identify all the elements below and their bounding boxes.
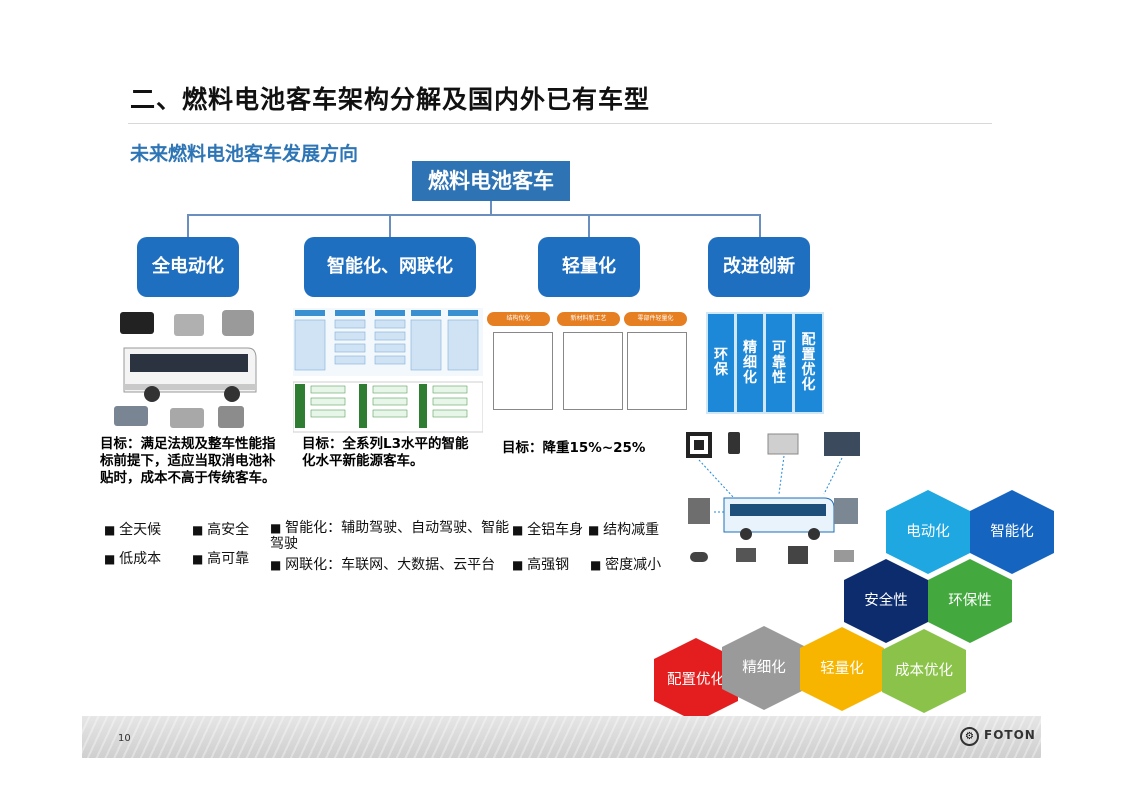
- lw-head-material: 新材料新工艺: [557, 312, 620, 326]
- innovation-reliability: 可靠性: [766, 314, 792, 412]
- goal-electric: 目标：满足法规及整车性能指标前提下，适应当取消电池补贴时，成本不高于传统客车。: [100, 436, 276, 486]
- bullet-low-cost: 低成本: [104, 549, 161, 569]
- page-number: 10: [118, 733, 131, 744]
- bullet-all-weather: 全天候: [104, 520, 161, 540]
- hex-environmental: 环保性: [928, 559, 1012, 643]
- category-innovation: 改进创新: [708, 237, 810, 297]
- lw-box-2: [563, 332, 623, 410]
- hex-refinement: 精细化: [722, 626, 806, 710]
- lw-head-parts: 零部件轻量化: [624, 312, 687, 326]
- bullet-density-reduction: 密度减小: [590, 555, 661, 575]
- smart-architecture-diagram: [293, 308, 483, 433]
- lw-head-structure: 结构优化: [487, 312, 550, 326]
- section-subtitle: 未来燃料电池客车发展方向: [130, 143, 359, 165]
- lightweight-diagram: 结构优化 新材料新工艺 零部件轻量化: [487, 312, 697, 412]
- hex-lightweight: 轻量化: [800, 627, 884, 711]
- foton-logo-text: FOTON: [984, 728, 1036, 742]
- connector-3: [588, 214, 590, 238]
- foton-logo-icon: ⚙: [960, 727, 979, 746]
- title-divider: [128, 123, 992, 124]
- bullet-network: 网联化：车联网、大数据、云平台: [270, 555, 495, 575]
- bullet-high-reliability: 高可靠: [192, 549, 249, 569]
- bullet-high-strength-steel: 高强钢: [512, 555, 569, 575]
- connector-2: [389, 214, 391, 238]
- category-lightweight: 轻量化: [538, 237, 640, 297]
- lw-box-1: [493, 332, 553, 410]
- footer-bar: [82, 716, 1041, 758]
- goal-lightweight: 目标：降重15%~25%: [502, 440, 646, 456]
- innovation-config: 配置优化: [795, 314, 822, 412]
- hex-electrification: 电动化: [886, 490, 970, 574]
- hex-safety: 安全性: [844, 559, 928, 643]
- connected-bus-illustration: [686, 432, 860, 564]
- bullet-structure-reduction: 结构减重: [588, 520, 659, 540]
- slide-title: 二、燃料电池客车架构分解及国内外已有车型: [130, 85, 651, 114]
- connector-root: [490, 201, 492, 215]
- connector-1: [187, 214, 189, 238]
- hex-cost-optimization: 成本优化: [882, 629, 966, 713]
- innovation-eco: 环保: [708, 314, 734, 412]
- bullet-high-safety: 高安全: [192, 520, 249, 540]
- category-smart: 智能化、网联化: [304, 237, 476, 297]
- lw-box-3: [627, 332, 687, 410]
- bullet-aluminum-body: 全铝车身: [512, 520, 583, 540]
- footer-stripes: [82, 716, 1041, 758]
- root-node: 燃料电池客车: [412, 161, 570, 201]
- electric-bus-illustration: [114, 310, 257, 428]
- category-electric: 全电动化: [137, 237, 239, 297]
- innovation-refined: 精细化: [737, 314, 763, 412]
- hex-intelligence: 智能化: [970, 490, 1054, 574]
- connector-horizontal: [187, 214, 760, 216]
- goal-smart: 目标：全系列L3水平的智能化水平新能源客车。: [302, 436, 469, 469]
- bullet-smart: 智能化：辅助驾驶、自动驾驶、智能驾驶: [270, 520, 510, 552]
- connector-4: [759, 214, 761, 238]
